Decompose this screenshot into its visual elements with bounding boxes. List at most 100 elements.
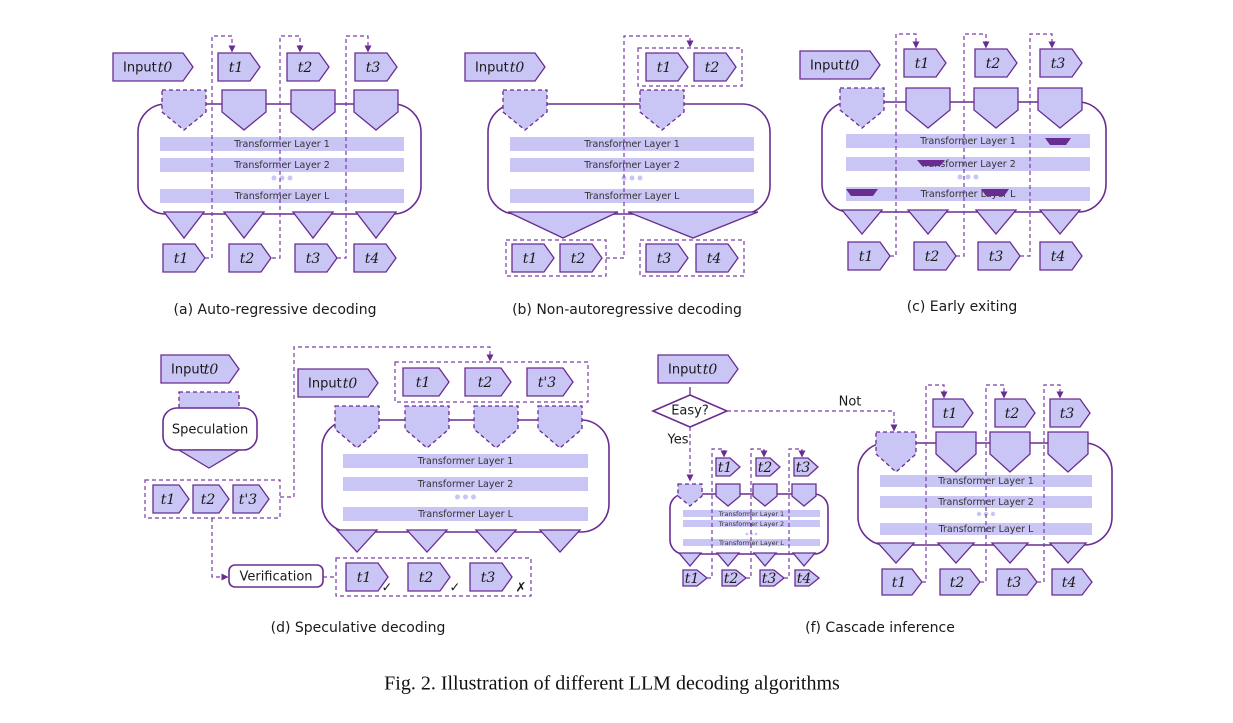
token: t1 [932, 398, 974, 428]
dot [990, 511, 996, 517]
layer-label: Transformer Layer L [718, 539, 784, 547]
token-shape [294, 243, 338, 273]
token-label: t3 [657, 251, 672, 267]
input-pentagon [715, 483, 741, 507]
token-shape [715, 457, 741, 477]
token-shape [755, 457, 781, 477]
no-label: Not [839, 395, 862, 410]
token-shape [994, 398, 1036, 428]
output-triangle [335, 529, 379, 553]
token-label: t2 [571, 251, 586, 267]
token: t2 [228, 243, 272, 273]
token-label: t0 [158, 60, 173, 76]
token-shape [354, 52, 398, 82]
dashed-connector [707, 448, 728, 579]
decision-label: Easy? [671, 404, 709, 419]
token-label: t2 [298, 60, 313, 76]
output-triangle [906, 209, 950, 236]
yes-label: Yes [667, 433, 689, 448]
token-label: t1 [685, 571, 700, 587]
input-pentagon [905, 87, 951, 129]
dashed-group [639, 239, 745, 277]
verification-box [228, 564, 324, 588]
dot [973, 174, 979, 180]
token: t3 [759, 569, 786, 587]
layer-bar [510, 137, 754, 151]
dashed-connector [784, 448, 806, 579]
output-triangle [222, 211, 266, 240]
token: t4 [794, 569, 821, 587]
token: t3 [294, 243, 338, 273]
token-shape [464, 367, 512, 397]
token-shape [402, 367, 450, 397]
layer-label: Transformer Layer 2 [417, 479, 514, 490]
token-label: t'3 [239, 492, 257, 508]
input-pentagon [875, 431, 917, 473]
token-shape [286, 52, 330, 82]
transformer-layer: Transformer Layer L [510, 189, 754, 203]
dashed-connector [280, 346, 494, 498]
dot [287, 175, 293, 181]
layer-label: Transformer Layer 2 [583, 160, 680, 171]
token: t2 [974, 48, 1018, 78]
input-pentagon [290, 89, 336, 131]
token-label: t4 [1051, 249, 1066, 265]
token-label: t1 [174, 251, 189, 267]
exit-marker [1045, 138, 1071, 145]
token: t4 [1051, 568, 1093, 596]
token: t1 [152, 484, 190, 514]
token-label: t1 [657, 60, 672, 76]
layer-bar [683, 510, 820, 517]
input-pentagon [935, 431, 977, 473]
token: t1 [847, 241, 891, 271]
token-label: t3 [1060, 406, 1075, 422]
input-pentagon [639, 89, 685, 131]
input-pentagon [221, 89, 267, 131]
dot [965, 174, 971, 180]
dashed-connector [337, 35, 372, 259]
dot [637, 175, 643, 181]
verification-label: Verification [239, 570, 312, 585]
dot [279, 175, 285, 181]
layer-bar [846, 187, 1090, 201]
layer-label: Transformer Layer L [584, 191, 681, 202]
token-label: t4 [797, 571, 812, 587]
input-pentagon [537, 405, 583, 449]
token-label: t1 [892, 575, 907, 591]
token-shape [407, 562, 451, 592]
ellipsis-dots [621, 175, 643, 181]
token-label: t1 [915, 56, 930, 72]
token: t2 [939, 568, 981, 596]
dashed-connector [1020, 33, 1056, 257]
token-label: t1 [859, 249, 874, 265]
layer-bar [160, 189, 404, 203]
input-pentagon [752, 483, 778, 507]
token: t1 [217, 52, 261, 82]
token: t2 [559, 243, 603, 273]
token-shape [464, 52, 546, 82]
layer-bar [160, 158, 404, 172]
token-shape [526, 367, 574, 397]
token-shape [1051, 568, 1093, 596]
token-shape [932, 398, 974, 428]
token-shape [881, 568, 923, 596]
transformer-layer: Transformer Layer 1 [510, 137, 754, 151]
dot [745, 532, 749, 536]
output-triangle [1038, 209, 1082, 236]
input-pentagon [791, 483, 817, 507]
token-shape [977, 241, 1021, 271]
token-label: t2 [419, 570, 434, 586]
input-label: Input [475, 61, 509, 76]
token-label: t3 [306, 251, 321, 267]
token-shape [192, 484, 230, 514]
input-label: Input [810, 59, 844, 74]
transformer-layer: Transformer Layer L [160, 189, 404, 203]
token: t2 [407, 562, 451, 592]
dot [471, 494, 476, 500]
token-shape [645, 243, 689, 273]
layer-label: Transformer Layer 1 [919, 136, 1016, 147]
